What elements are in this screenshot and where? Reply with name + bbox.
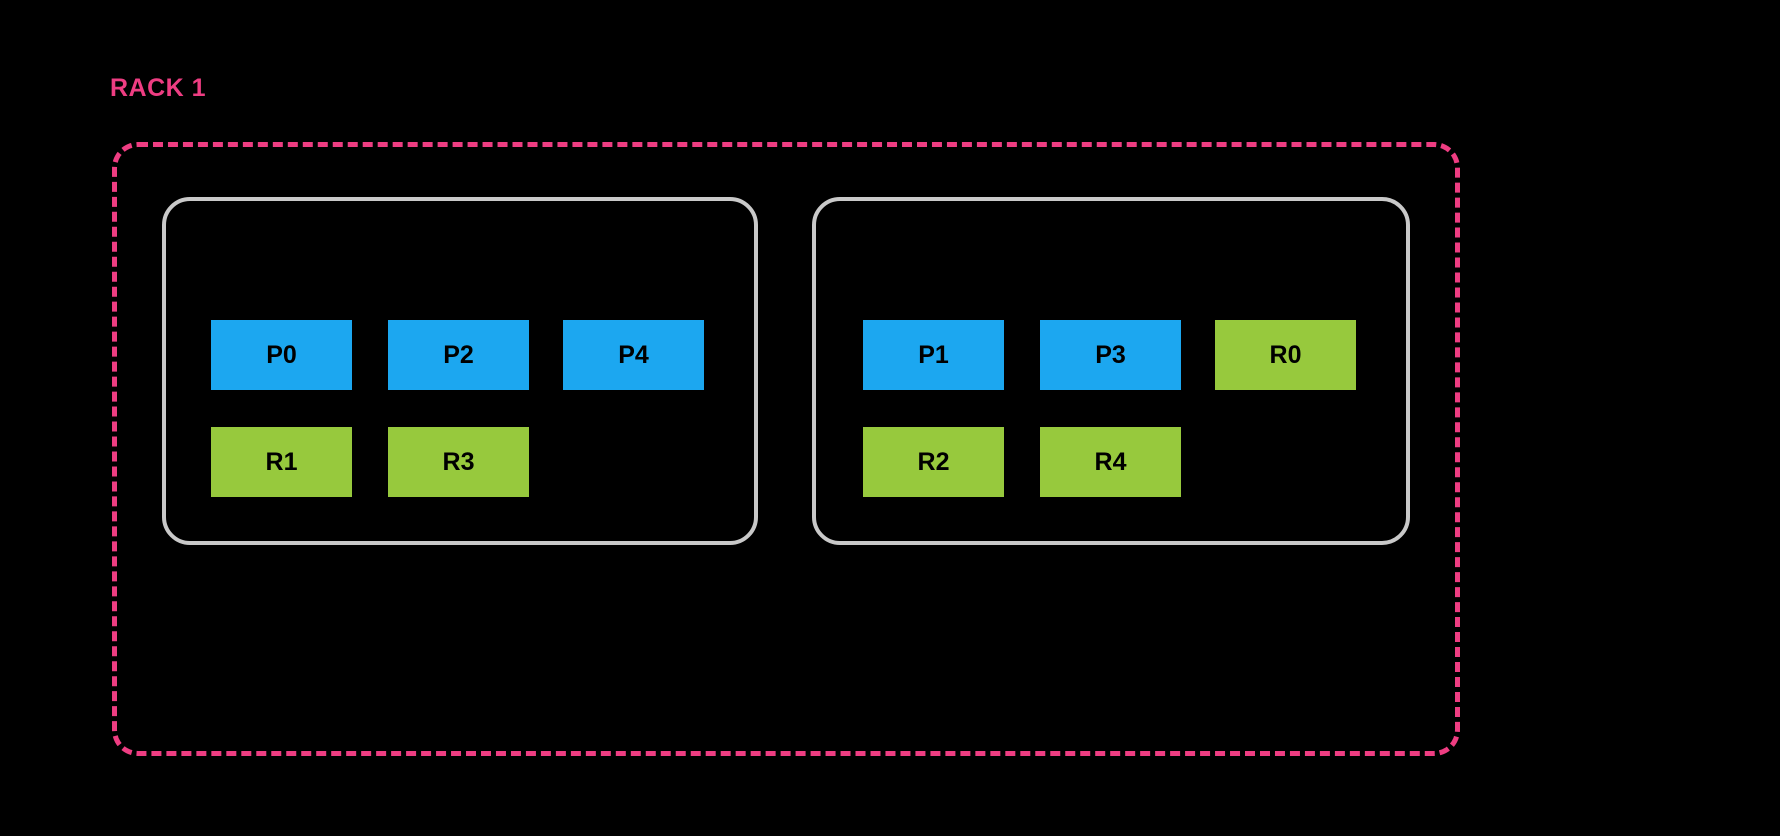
block-r2: R2 <box>863 427 1004 497</box>
block-p3: P3 <box>1040 320 1181 390</box>
block-r3: R3 <box>388 427 529 497</box>
block-r4: R4 <box>1040 427 1181 497</box>
block-p0: P0 <box>211 320 352 390</box>
node-panel-right <box>812 197 1410 545</box>
rack-title: RACK 1 <box>110 74 207 102</box>
block-p2: P2 <box>388 320 529 390</box>
rack-boundary <box>112 142 1460 756</box>
block-r1: R1 <box>211 427 352 497</box>
node-panel-left <box>162 197 758 545</box>
block-p1: P1 <box>863 320 1004 390</box>
block-r0: R0 <box>1215 320 1356 390</box>
block-p4: P4 <box>563 320 704 390</box>
